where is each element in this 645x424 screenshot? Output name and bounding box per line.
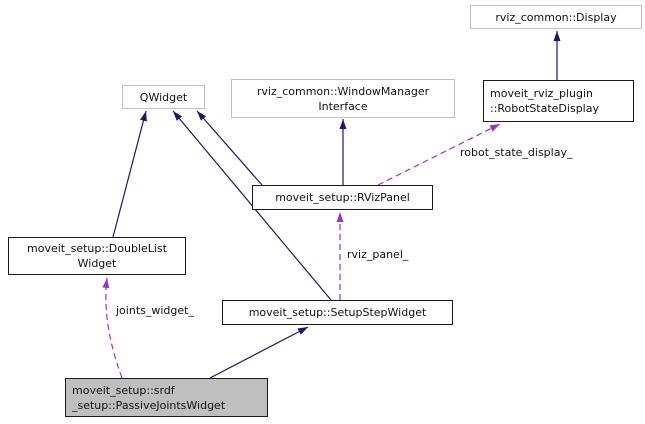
node-label: Interface — [318, 99, 368, 113]
node-passive-joints-widget: moveit_setup::srdf _setup::PassiveJoints… — [65, 378, 268, 417]
edge-label-robot-state-display: robot_state_display_ — [460, 146, 573, 159]
node-rviz-panel[interactable]: moveit_setup::RVizPanel — [252, 185, 433, 210]
node-label: moveit_setup::srdf — [72, 383, 175, 397]
node-label: _setup::PassiveJointsWidget — [72, 398, 226, 412]
node-label: rviz_common::WindowManager — [256, 84, 430, 98]
edge-rvizpanel-to-robotstatedisplay — [377, 123, 501, 186]
node-double-list-widget[interactable]: moveit_setup::DoubleList Widget — [8, 237, 186, 275]
node-setup-step-widget[interactable]: moveit_setup::SetupStepWidget — [222, 300, 453, 325]
edge-rvizpanel-to-qwidget — [196, 110, 263, 186]
edge-label-joints-widget: joints_widget_ — [116, 304, 194, 317]
node-label: Widget — [77, 257, 117, 270]
node-label: moveit_setup::SetupStepWidget — [248, 306, 427, 319]
edge-label-rviz-panel: rviz_panel_ — [347, 248, 409, 261]
node-label: rviz_common::Display — [495, 10, 617, 24]
edge-doublelistwidget-to-qwidget — [112, 110, 147, 238]
edge-passivejointswidget-to-doublelistwidget — [102, 277, 123, 379]
edge-passivejointswidget-to-setupstepwidget — [209, 326, 309, 379]
node-qwidget: QWidget — [122, 85, 205, 109]
node-label: moveit_setup::DoubleList — [27, 242, 167, 255]
node-rviz-common-display: rviz_common::Display — [470, 5, 642, 29]
node-window-manager-interface: rviz_common::WindowManager Interface — [231, 79, 455, 118]
node-label: QWidget — [139, 90, 188, 104]
node-label: ::RobotStateDisplay — [490, 102, 599, 115]
node-label: moveit_setup::RVizPanel — [275, 191, 410, 204]
node-label: moveit_rviz_plugin — [490, 87, 593, 100]
node-robot-state-display[interactable]: moveit_rviz_plugin ::RobotStateDisplay — [483, 80, 634, 122]
